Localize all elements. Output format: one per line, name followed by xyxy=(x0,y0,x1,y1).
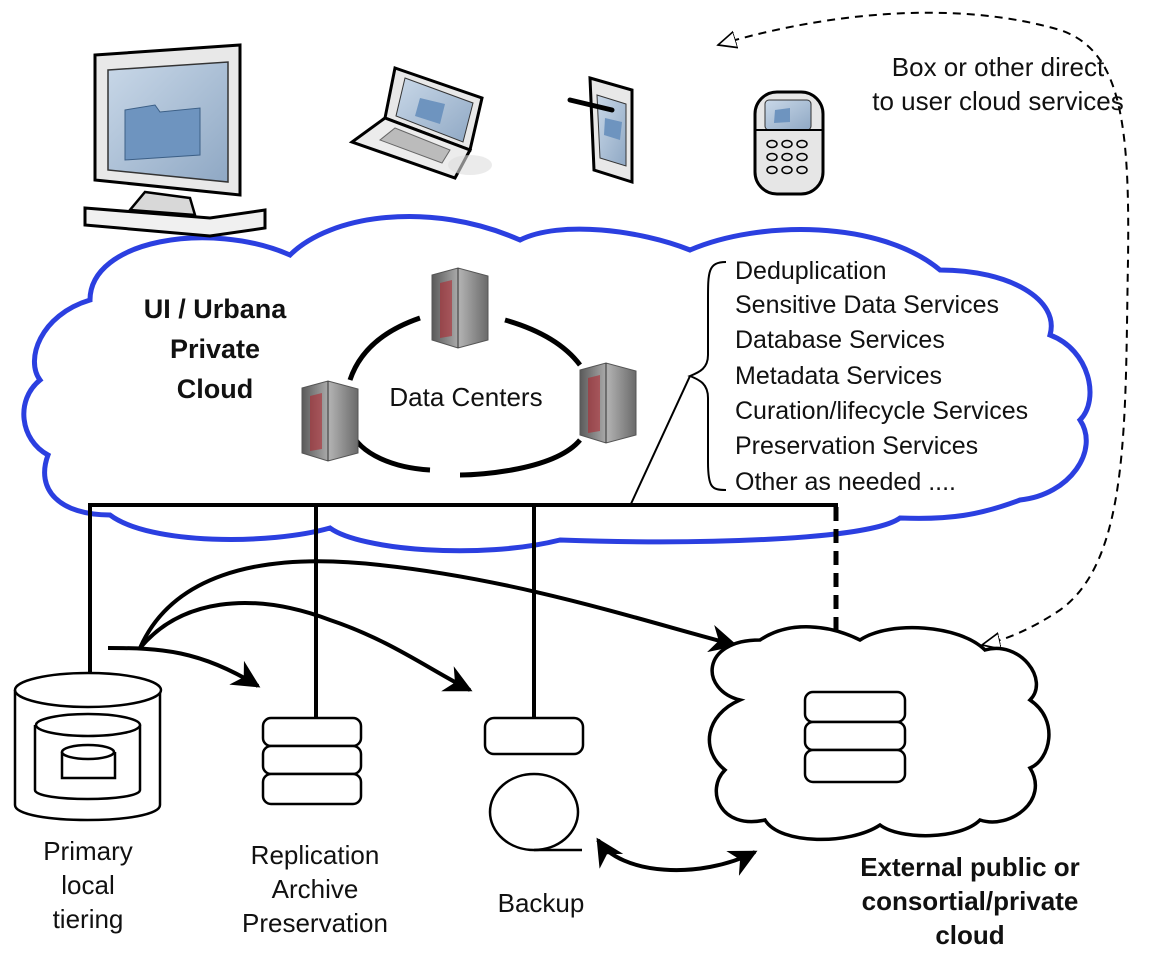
disk-cylinder-icon xyxy=(13,671,163,822)
server-rack-icon xyxy=(431,267,489,349)
cloud-label-line1: UI / Urbana xyxy=(144,294,288,324)
external-label: cloud xyxy=(935,920,1004,950)
tape-icon xyxy=(483,716,585,852)
desktop-monitor-icon xyxy=(83,43,267,238)
service-item: Sensitive Data Services xyxy=(735,291,999,319)
service-item: Other as needed .... xyxy=(735,468,956,496)
data-centers-label: Data Centers xyxy=(389,382,542,412)
service-item: Metadata Services xyxy=(735,362,942,390)
service-item: Curation/lifecycle Services xyxy=(735,397,1028,425)
cloud-label-line2: Private xyxy=(170,334,260,364)
replication-flow-arrows xyxy=(107,559,758,876)
service-item: Deduplication xyxy=(735,257,887,285)
database-stack-icon xyxy=(261,716,363,806)
server-rack-icon xyxy=(579,362,637,444)
external-label: External public or xyxy=(860,852,1080,882)
tablet-icon xyxy=(567,75,634,185)
primary-label: tiering xyxy=(53,904,124,934)
direct-label-line1: Box or other direct xyxy=(892,52,1105,82)
database-stack-icon xyxy=(803,690,907,784)
replication-label: Replication xyxy=(251,840,380,870)
laptop-icon xyxy=(348,66,492,180)
direct-label-line2: to user cloud services xyxy=(872,86,1123,116)
services-pointer-line xyxy=(629,375,691,507)
server-rack-icon xyxy=(301,380,359,462)
network-bus xyxy=(88,503,838,722)
service-item: Database Services xyxy=(735,326,945,354)
primary-label: Primary xyxy=(43,836,133,866)
backup-label: Backup xyxy=(498,888,585,918)
replication-label: Preservation xyxy=(242,908,388,938)
service-item: Preservation Services xyxy=(735,432,978,460)
direct-cloud-dashed-path xyxy=(718,11,1130,645)
external-label: consortial/private xyxy=(862,886,1079,916)
phone-icon xyxy=(753,90,825,196)
primary-label: local xyxy=(61,870,114,900)
replication-label: Archive xyxy=(272,874,359,904)
cloud-label-line3: Cloud xyxy=(177,374,253,404)
